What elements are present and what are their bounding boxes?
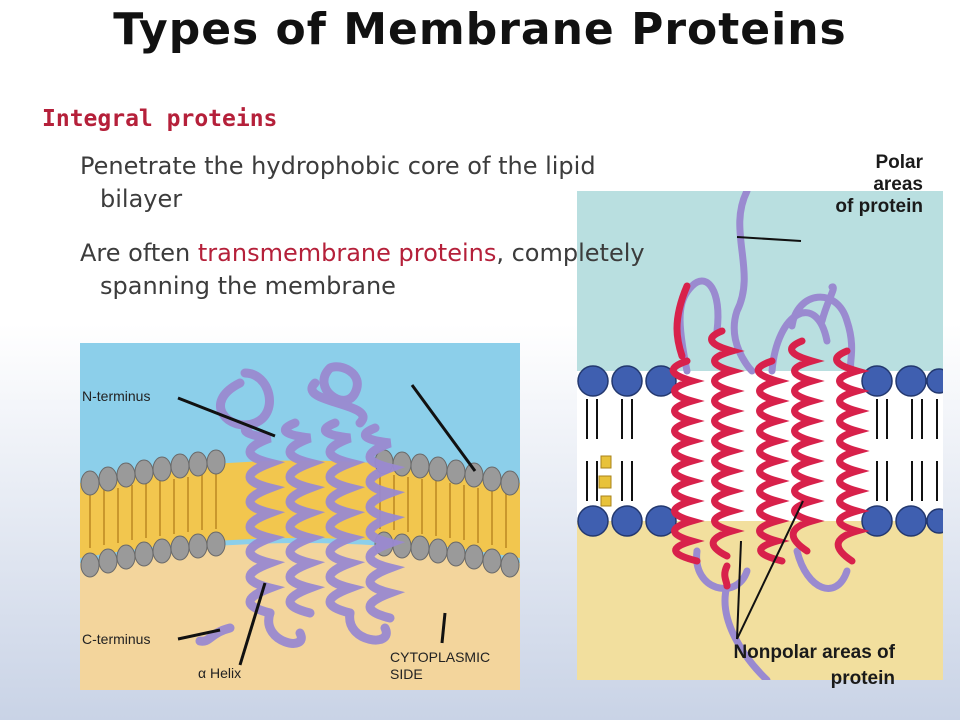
membrane-protein-illustration	[80, 343, 520, 690]
slide-title: Types of Membrane Proteins	[113, 4, 847, 55]
cytoplasmic-line2: SIDE	[390, 666, 423, 682]
polar-areas-label: Polar areas of protein	[787, 152, 923, 218]
alpha-helix-label: α Helix	[198, 665, 242, 681]
polar-line2: areas	[873, 174, 923, 195]
section-heading: Integral proteins	[42, 106, 278, 132]
transmembrane-highlight: transmembrane proteins	[197, 239, 497, 267]
bullet2-line2: spanning the membrane	[100, 272, 396, 300]
bullet1-line2: bilayer	[100, 185, 183, 213]
bullet-hydrophobic-core: Penetrate the hydrophobic core of the li…	[80, 150, 770, 216]
n-terminus-label: N-terminus	[82, 388, 151, 404]
polar-line3: of protein	[835, 196, 923, 217]
bullet1-line1: Penetrate the hydrophobic core of the li…	[80, 152, 596, 180]
nonpolar-line2: protein	[830, 668, 895, 689]
right-figure: Polar areas of protein Nonpolar areas of…	[577, 152, 952, 689]
polar-line1: Polar	[875, 152, 923, 173]
nonpolar-areas-label: Nonpolar areas of protein	[637, 640, 895, 692]
c-terminus-label: C-terminus	[82, 631, 151, 647]
nonpolar-line1: Nonpolar areas of	[733, 642, 895, 663]
cytoplasmic-side-label: CYTOPLASMIC SIDE	[390, 649, 490, 683]
bullet2-suffix: , completely	[496, 239, 645, 267]
bullet-transmembrane: Are often transmembrane proteins, comple…	[80, 237, 800, 303]
left-figure: N-terminus C-terminus α Helix CYTOPLASMI…	[80, 343, 520, 690]
cytoplasmic-line1: CYTOPLASMIC	[390, 649, 491, 665]
bullet2-prefix: Are often	[80, 239, 198, 267]
transmembrane-protein-diagram	[577, 187, 952, 684]
